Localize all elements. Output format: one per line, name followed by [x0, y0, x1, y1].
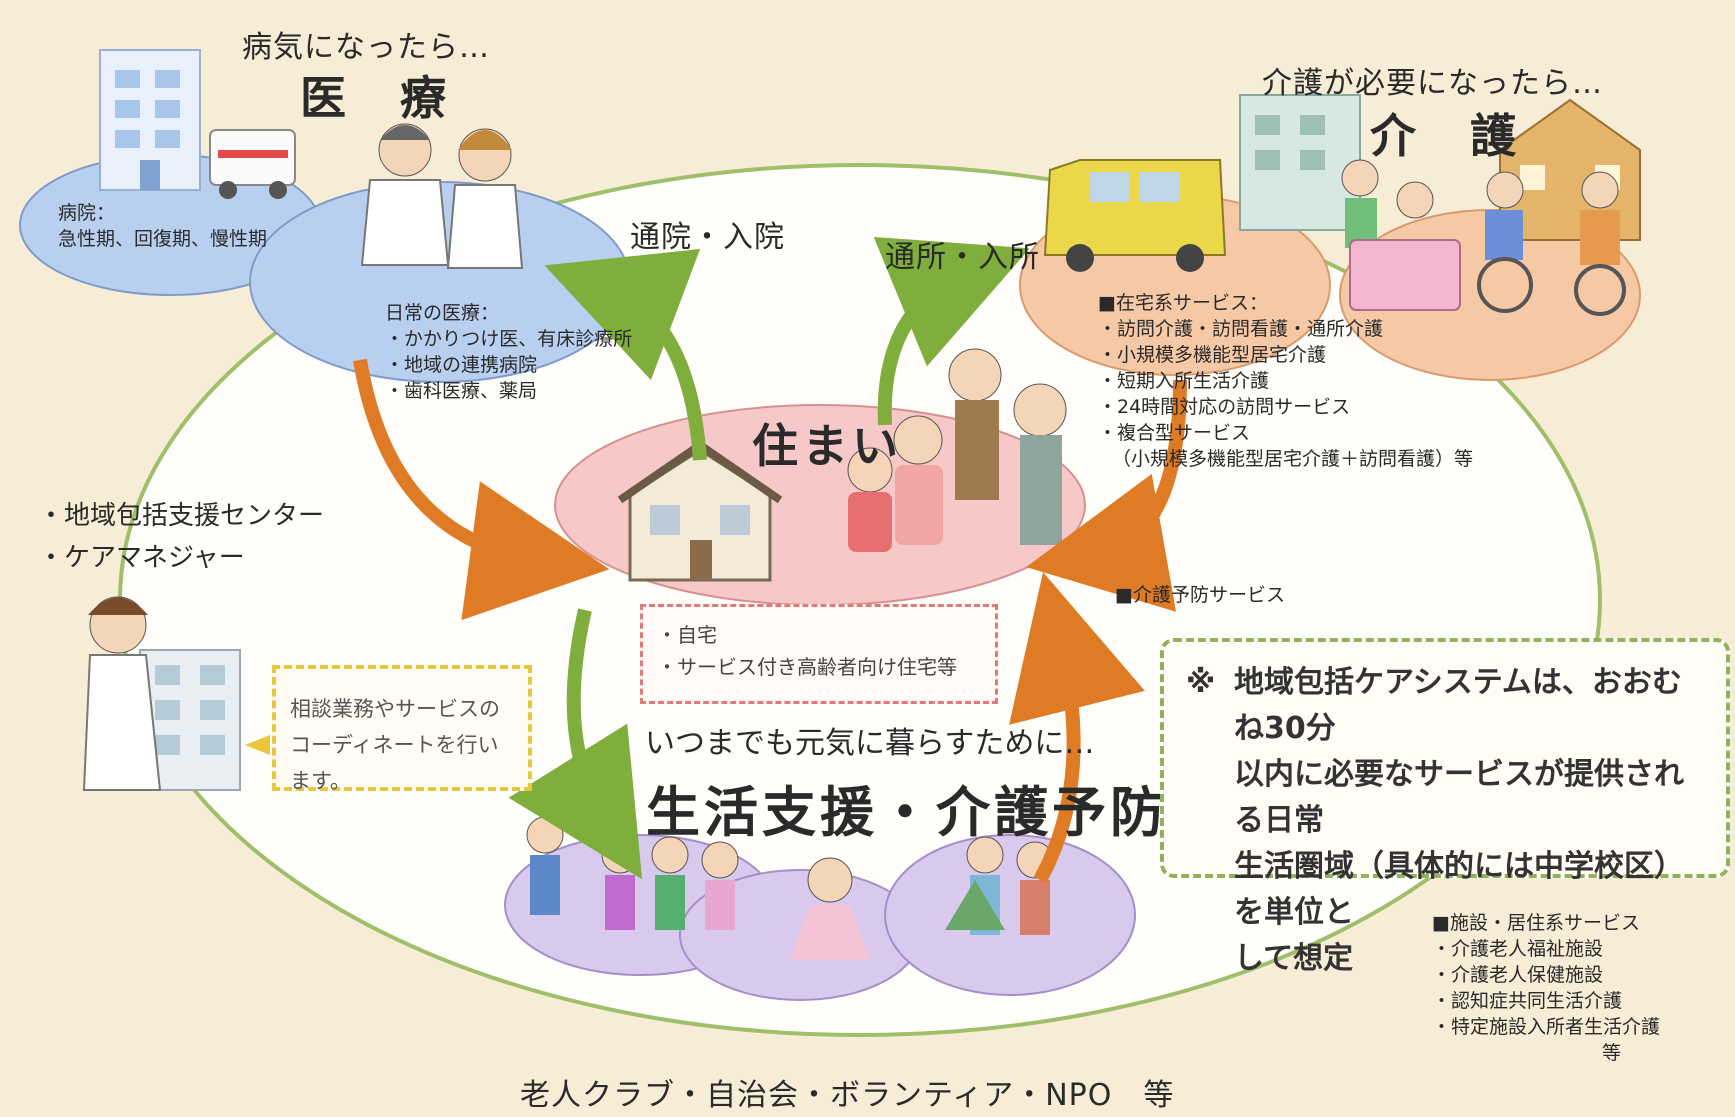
care-manager-icon [82, 596, 162, 791]
home-service-item: ・複合型サービス [1098, 422, 1251, 444]
care-heading: 介 護 [1370, 109, 1520, 163]
facility-item: ・認知症共同生活介護 [1432, 990, 1623, 1012]
office-building-icon [139, 649, 241, 791]
ambulance-icon [209, 129, 296, 199]
home-service-item: （小規模多機能型居宅介護＋訪問看護）等 [1112, 448, 1474, 470]
arrow-care-to-home [1026, 379, 1187, 612]
arrow-home-to-care [873, 236, 1030, 426]
doctor-nurse-icon [360, 123, 524, 269]
daily-medical-item: ・地域の連携病院 [385, 354, 538, 376]
hospital-title: 病院： [58, 202, 116, 224]
home-service-title: ■在宅系サービス： [1098, 292, 1268, 314]
note-line: 以内に必要なサービスが提供される日常 [1234, 757, 1684, 838]
home-service-list: ■在宅系サービス： ・訪問介護・訪問看護・通所介護 ・小規模多機能型居宅介護 ・… [1098, 290, 1473, 472]
prevention-title: 生活支援・介護予防 [646, 781, 1168, 844]
home-service-item: ・訪問介護・訪問看護・通所介護 [1098, 318, 1384, 340]
facility-item: ・介護老人福祉施設 [1432, 938, 1604, 960]
arrow-prevention-to-home [1009, 572, 1145, 884]
home-service-item: ・短期入所生活介護 [1098, 370, 1270, 392]
pointer-coord [245, 735, 270, 755]
facility-service-list: ■施設・居住系サービス ・介護老人福祉施設 ・介護老人保健施設 ・認知症共同生活… [1432, 910, 1660, 1066]
wheelchair-icon [1477, 171, 1626, 316]
care-heading-small: 介護が必要になったら… [1262, 66, 1603, 101]
facility-item: ・特定施設入所者生活介護 [1432, 1016, 1661, 1038]
daily-medical-title: 日常の医療： [385, 302, 500, 324]
note-mark: ※ [1186, 665, 1216, 700]
coordination-line: 相談業務やサービスの [290, 697, 500, 721]
facility-item: ・介護老人保健施設 [1432, 964, 1604, 986]
note-line: 生活圏域（具体的には中学校区）を単位と [1234, 849, 1684, 930]
home-label: 住まい [752, 419, 902, 473]
note-box: ※ 地域包括ケアシステムは、おおむね30分 以内に必要なサービスが提供される日常… [1160, 638, 1730, 976]
home-types-box: ・自宅 ・サービス付き高齢者向け住宅等 [640, 604, 998, 704]
coordination-box: 相談業務やサービスの コーディネートを行います。 [272, 665, 532, 793]
arrow-medical-to-home [353, 358, 610, 621]
care-van-icon [1043, 159, 1227, 272]
note-line: 地域包括ケアシステムは、おおむね30分 [1234, 665, 1682, 746]
care-route-label: 通所・入所 [885, 240, 1040, 275]
prevention-subtitle: いつまでも元気に暮らすために… [645, 726, 1095, 761]
facility-etc: 等 [1602, 1042, 1622, 1064]
caregiver-icon [1341, 159, 1461, 311]
hospital-icon [99, 49, 201, 191]
hospital-list: 病院： 急性期、回復期、慢性期 [58, 200, 267, 252]
hospital-items: 急性期、回復期、慢性期 [58, 228, 268, 250]
prevention-blob-right [884, 834, 1136, 996]
arrow-home-to-medical [544, 249, 707, 461]
support-center-item: ・ケアマネジャー [38, 543, 245, 573]
home-type-item: ・自宅 [657, 623, 717, 647]
daily-medical-item: ・かかりつけ医、有床診療所 [385, 328, 633, 350]
medical-heading: 医 療 [300, 71, 450, 125]
home-service-item: ・24時間対応の訪問サービス [1098, 396, 1351, 418]
note-line: して想定 [1234, 941, 1354, 976]
arrow-home-to-prevention [508, 608, 643, 880]
community-label: 老人クラブ・自治会・ボランティア・NPO 等 [520, 1078, 1175, 1113]
coordination-line: コーディネートを行います。 [290, 733, 499, 793]
medical-route-label: 通院・入院 [630, 220, 785, 255]
medical-heading-small: 病気になったら… [242, 30, 490, 65]
facility-title: ■施設・居住系サービス [1432, 912, 1640, 934]
home-service-item: ・小規模多機能型居宅介護 [1098, 344, 1327, 366]
home-type-item: ・サービス付き高齢者向け住宅等 [657, 655, 957, 679]
support-center-list: ・地域包括支援センター ・ケアマネジャー [38, 495, 324, 579]
daily-medical-item: ・歯科医療、薬局 [385, 380, 538, 402]
preventive-service-label: ■介護予防サービス [1115, 584, 1285, 606]
daily-medical-list: 日常の医療： ・かかりつけ医、有床診療所 ・地域の連携病院 ・歯科医療、薬局 [385, 300, 632, 404]
support-center-item: ・地域包括支援センター [38, 501, 325, 531]
